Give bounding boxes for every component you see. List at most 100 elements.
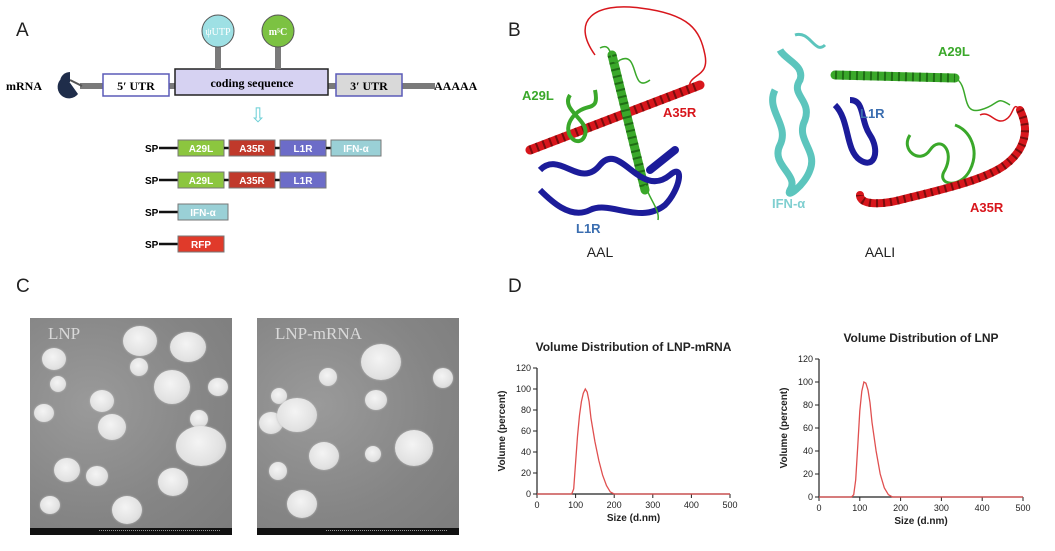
mrna-label: mRNA	[6, 79, 42, 93]
construct-sp-label: SP	[145, 176, 159, 187]
utr5-box	[102, 73, 170, 97]
aal-l1r-domain	[537, 155, 683, 217]
construct-segment-label: L1R	[294, 144, 314, 155]
construct-segment-label: L1R	[294, 176, 314, 187]
aali-l1r-label: L1R	[860, 106, 885, 121]
x-tick-label: 300	[934, 503, 949, 513]
y-tick-label: 60	[803, 423, 813, 433]
x-tick-label: 200	[607, 500, 622, 510]
aali-a35r-loop	[979, 105, 1021, 122]
tem-image-lnp: LNP	[30, 318, 232, 535]
y-tick-label: 120	[516, 363, 531, 373]
construct-segment-label: RFP	[191, 240, 211, 251]
aal-tail	[644, 184, 659, 221]
mod2-label: m⁵C	[269, 27, 288, 38]
aali-a29l-label: A29L	[938, 44, 970, 59]
aal-a29l-sheets	[566, 89, 598, 144]
down-arrow-icon: ⇩	[250, 105, 267, 127]
y-tick-label: 0	[808, 492, 813, 502]
y-tick-label: 40	[803, 446, 813, 456]
construct-segment-label: IFN-α	[343, 144, 369, 155]
y-tick-label: 0	[526, 489, 531, 499]
aali-caption: AALI	[865, 244, 895, 260]
construct-sp-label: SP	[145, 240, 159, 251]
construct-segment-label: A29L	[189, 144, 213, 155]
panel-label-d: D	[508, 276, 522, 297]
panel-label-a: A	[16, 20, 29, 41]
aal-l1r-label: L1R	[576, 221, 601, 236]
cds-box	[174, 68, 329, 96]
aali-a29l-sheets	[906, 123, 976, 185]
aali-a35r-helix-stripes	[856, 108, 1029, 208]
tem-lnp-mrna-scalebar	[257, 528, 459, 535]
tem-lnp-scalebar	[30, 528, 232, 535]
series-line	[819, 380, 1023, 498]
construct-segment-label: IFN-α	[190, 208, 216, 219]
aali-ifn-label: IFN-α	[772, 196, 805, 211]
construct-sp-label: SP	[145, 144, 159, 155]
x-tick-label: 500	[1015, 503, 1030, 513]
utr3-label: 3′ UTR	[350, 79, 388, 93]
x-tick-label: 100	[568, 500, 583, 510]
aali-a29l-loop	[954, 77, 1011, 112]
aal-caption: AAL	[587, 244, 614, 260]
tem-lnp-mrna-label: LNP-mRNA	[275, 324, 362, 343]
x-tick-label: 400	[684, 500, 699, 510]
construct-segment	[330, 139, 382, 157]
y-tick-label: 120	[798, 354, 813, 364]
y-tick-label: 20	[803, 469, 813, 479]
construct-segment-label: A29L	[189, 176, 213, 187]
aal-a29l-label: A29L	[522, 88, 554, 103]
x-tick-label: 300	[645, 500, 660, 510]
aali-ifn-domain	[769, 48, 816, 197]
aal-a29l-helix	[607, 50, 650, 195]
aal-a29l-loops	[599, 45, 651, 84]
tem-image-lnp-mrna: LNP-mRNA	[257, 318, 459, 535]
cds-label: coding sequence	[210, 76, 294, 90]
construct-segment	[177, 235, 225, 253]
polya-label: AAAAA	[434, 79, 478, 93]
construct-sp-label: SP	[145, 208, 159, 219]
construct-segment	[279, 171, 327, 189]
y-axis-label: Volume (percent)	[497, 391, 508, 472]
x-axis-label: Size (d.nm)	[894, 516, 947, 527]
aali-a35r-label: A35R	[970, 200, 1004, 215]
construct-segment-label: A35R	[239, 176, 265, 187]
protein-structures: A29L A35R L1R AAL IFN-α L1R A29L A35R AA…	[522, 6, 1029, 260]
x-tick-label: 0	[816, 503, 821, 513]
m5c-icon	[261, 14, 295, 48]
x-tick-label: 400	[975, 503, 990, 513]
chart-title: Volume Distribution of LNP	[843, 331, 998, 345]
series-line	[537, 387, 730, 495]
x-axis-label: Size (d.nm)	[607, 513, 660, 524]
psi-utp-icon	[201, 14, 235, 48]
x-tick-label: 200	[893, 503, 908, 513]
mod1-label: ψUTP	[205, 27, 231, 38]
x-tick-label: 100	[852, 503, 867, 513]
y-tick-label: 20	[521, 468, 531, 478]
aal-l1r-helix	[646, 146, 679, 174]
y-tick-label: 100	[798, 377, 813, 387]
aal-a35r-label: A35R	[663, 105, 697, 120]
aali-l1r-domain	[832, 97, 879, 166]
aali-a35r-helix	[856, 106, 1029, 208]
chart-title: Volume Distribution of LNP-mRNA	[536, 340, 732, 354]
y-tick-label: 80	[521, 405, 531, 415]
mrna-construct-diagram: mRNA 5′ UTR coding sequence 3′ UTR AAAAA…	[6, 14, 478, 253]
utr3-box	[335, 73, 403, 97]
aali-structure: IFN-α L1R A29L A35R AALI	[769, 32, 1029, 260]
aal-structure: A29L A35R L1R AAL	[522, 6, 707, 260]
x-tick-label: 0	[534, 500, 539, 510]
panel-label-b: B	[508, 20, 521, 41]
tem-lnp-label: LNP	[48, 324, 81, 343]
construct-segment	[177, 203, 229, 221]
chart-lnp: Volume Distribution of LNP 0 20 40 60 80 100 12…	[779, 331, 1031, 527]
x-tick-label: 500	[722, 500, 737, 510]
aali-ifn-loop	[794, 32, 827, 49]
y-tick-label: 40	[521, 447, 531, 457]
aal-a35r-loop	[584, 6, 707, 93]
aal-a35r-helix-stripes	[528, 80, 702, 155]
y-tick-label: 80	[803, 400, 813, 410]
aali-a29l-helix	[830, 70, 960, 83]
